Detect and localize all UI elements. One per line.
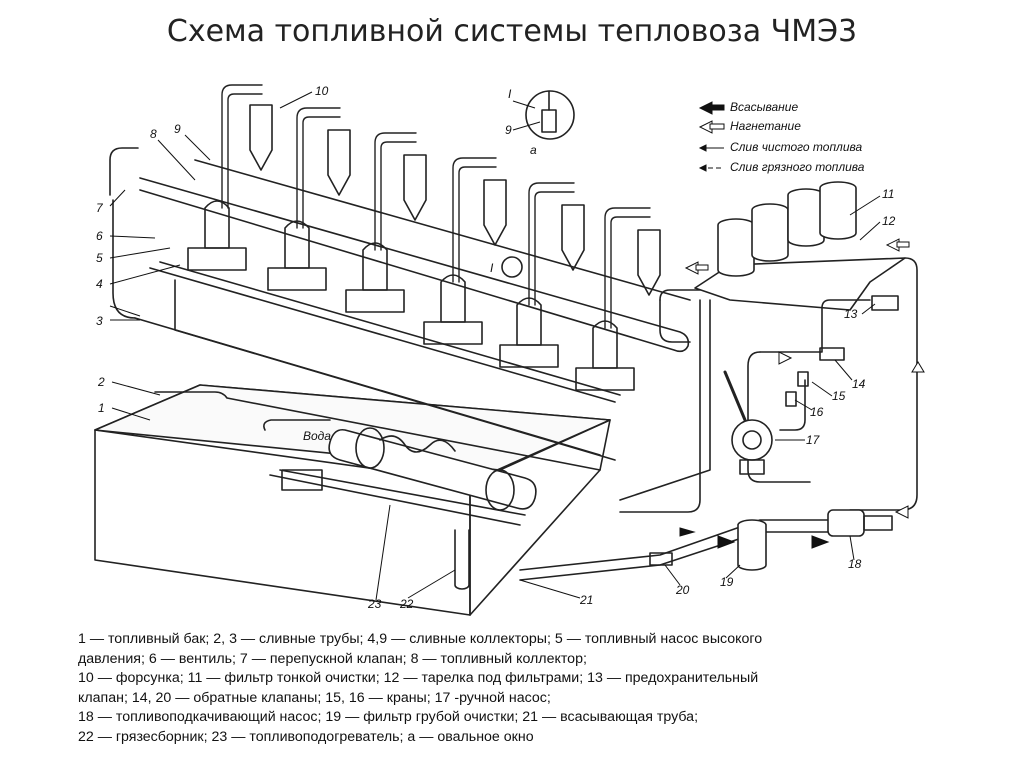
- legend-line: давления; 6 — вентиль; 7 — перепускной к…: [78, 650, 587, 667]
- fuel-heater: [263, 419, 537, 590]
- fuel-system-diagram: 10 8 9 7 6 5 4 3 2 1 11 12 13 14 15 16 1…: [94, 84, 925, 616]
- callout-10: 10: [315, 84, 329, 98]
- callout-numbers: 10 8 9 7 6 5 4 3 2 1 11 12 13 14 15 16 1…: [96, 84, 896, 611]
- legend-line: 1 — топливный бак; 2, 3 — сливные трубы;…: [78, 631, 763, 647]
- hand-pump: [723, 370, 773, 475]
- collectors: [109, 147, 691, 403]
- callout-15: 15: [832, 389, 846, 403]
- water-label: Вода: [303, 429, 331, 443]
- legend-line: 22 — грязесборник; 23 — топливоподогрева…: [78, 728, 534, 745]
- callout-18: 18: [848, 557, 862, 571]
- legend-line: клапан; 14, 20 — обратные клапаны; 15, 1…: [78, 689, 551, 706]
- page-title: Схема топливной системы тепловоза ЧМЭ3: [166, 14, 858, 49]
- callout-20: 20: [675, 583, 690, 597]
- callout-2: 2: [97, 375, 105, 389]
- callout-7: 7: [96, 201, 104, 215]
- flow-legend-suction: Всасывание: [730, 100, 798, 114]
- detail-I: [501, 90, 575, 278]
- callout-leaders: [109, 91, 881, 601]
- callout-1: 1: [98, 401, 105, 415]
- coarse-filter-and-pump: [649, 295, 899, 571]
- legend-line: 10 — форсунка; 11 — фильтр тонкой очистк…: [78, 670, 759, 686]
- callout-19: 19: [720, 575, 734, 589]
- callout-12: 12: [882, 214, 896, 228]
- callout-9: 9: [174, 122, 181, 136]
- callout-13: 13: [844, 307, 858, 321]
- high-pressure-pumps: [187, 200, 635, 391]
- flow-legend-dirty-drain: Слив грязного топлива: [730, 160, 865, 174]
- legend-line: 18 — топливоподкачивающий насос; 19 — фи…: [78, 709, 699, 725]
- callout-23: 23: [367, 597, 382, 611]
- callout-21: 21: [579, 593, 593, 607]
- callout-3: 3: [96, 314, 103, 328]
- detail-label-9: 9: [505, 123, 512, 137]
- flow-legend: Всасывание Нагнетание Слив чистого топли…: [730, 100, 865, 174]
- detail-label-a: а: [530, 143, 537, 157]
- callout-16: 16: [810, 405, 824, 419]
- high-pressure-lines: [221, 84, 651, 329]
- callout-14: 14: [852, 377, 866, 391]
- callout-4: 4: [96, 277, 103, 291]
- fine-filters: [694, 181, 906, 311]
- callout-17: 17: [806, 433, 821, 447]
- flow-legend-clean-drain: Слив чистого топлива: [730, 140, 862, 154]
- injectors: [249, 104, 661, 296]
- drain-pipes: [112, 199, 616, 471]
- detail-marker-on-collector: I: [490, 261, 494, 275]
- callout-8: 8: [150, 127, 157, 141]
- callout-5: 5: [96, 251, 103, 265]
- flow-legend-discharge: Нагнетание: [730, 119, 801, 133]
- callout-6: 6: [96, 229, 103, 243]
- callout-22: 22: [399, 597, 414, 611]
- flow-arrows: [679, 101, 925, 549]
- parts-legend: 1 — топливный бак; 2, 3 — сливные трубы;…: [78, 630, 978, 747]
- detail-marker-I: I: [508, 87, 512, 101]
- callout-11: 11: [882, 187, 894, 201]
